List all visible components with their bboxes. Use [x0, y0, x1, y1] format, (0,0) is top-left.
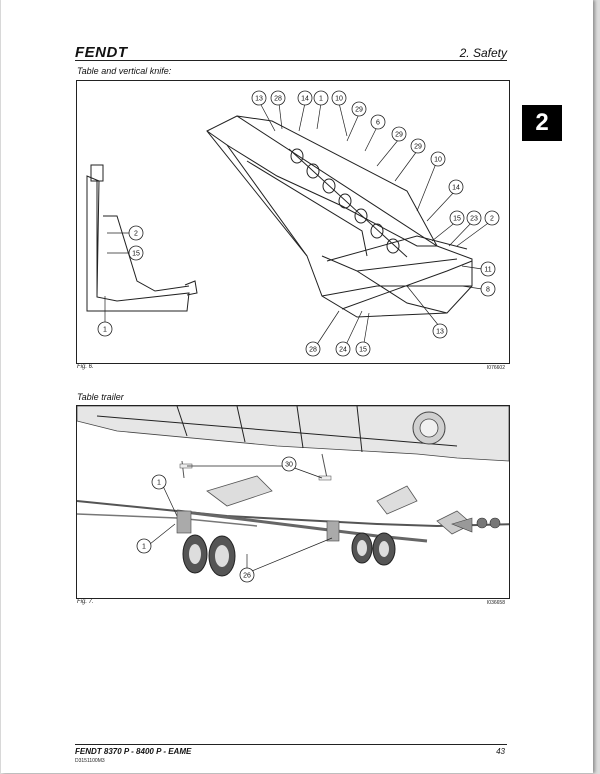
svg-text:14: 14 — [452, 185, 460, 192]
figure-6-caption: Fig. 6. — [77, 364, 94, 370]
svg-text:23: 23 — [470, 216, 478, 223]
svg-text:1: 1 — [157, 480, 161, 487]
callout-14-top: 14 — [297, 90, 313, 106]
svg-text:15: 15 — [132, 251, 140, 258]
svg-text:8: 8 — [486, 287, 490, 294]
svg-text:15: 15 — [359, 347, 367, 354]
svg-text:14: 14 — [301, 96, 309, 103]
figure-7-code: I036658 — [486, 600, 505, 606]
svg-text:10: 10 — [335, 96, 343, 103]
section-title-trailer: Table trailer — [77, 392, 124, 402]
callout-2-left: 2 — [128, 225, 144, 241]
callout-29-a: 29 — [351, 101, 367, 117]
footer-doc-code: D3151100M3 — [75, 758, 105, 764]
svg-text:2: 2 — [134, 231, 138, 238]
callout-15-left: 15 — [128, 245, 144, 261]
callout-1-top: 1 — [313, 90, 329, 106]
svg-text:28: 28 — [309, 347, 317, 354]
svg-text:10: 10 — [434, 157, 442, 164]
callout-1-left: 1 — [97, 321, 113, 337]
callout-24: 24 — [335, 341, 351, 357]
page-number: 43 — [496, 747, 505, 756]
svg-text:26: 26 — [243, 573, 251, 580]
callout-leaders — [259, 102, 492, 350]
figure-6-illustration: 13 28 14 1 10 29 6 29 29 10 14 15 23 2 1… — [86, 90, 500, 357]
svg-text:15: 15 — [453, 216, 461, 223]
knife-side-view — [86, 164, 198, 323]
figure-6-frame: 13 28 14 1 10 29 6 29 29 10 14 15 23 2 1… — [76, 80, 510, 364]
callout-15-bottom: 15 — [355, 341, 371, 357]
svg-text:1: 1 — [319, 96, 323, 103]
table-perspective — [206, 115, 473, 318]
callout-10-right: 10 — [430, 151, 446, 167]
svg-text:1: 1 — [142, 544, 146, 551]
svg-text:28: 28 — [274, 96, 282, 103]
callout-1-upper: 1 — [151, 474, 167, 490]
svg-text:11: 11 — [484, 267, 491, 274]
header-rule — [75, 60, 507, 61]
callout-30: 30 — [281, 456, 297, 472]
fendt-logo: FENDT — [75, 44, 128, 61]
callout-26: 26 — [239, 567, 255, 583]
callout-1-lower: 1 — [136, 538, 152, 554]
footer-model: FENDT 8370 P - 8400 P - EAME — [75, 747, 192, 756]
figure-7-leaders — [149, 465, 333, 574]
svg-text:29: 29 — [395, 132, 403, 139]
callout-11: 11 — [480, 261, 496, 277]
callout-13-bottom: 13 — [432, 323, 448, 339]
callout-29-b: 29 — [391, 126, 407, 142]
callout-8: 8 — [480, 281, 496, 297]
callout-6: 6 — [370, 114, 386, 130]
auger — [288, 148, 408, 258]
svg-text:29: 29 — [414, 144, 422, 151]
figure-7-caption: Fig. 7. — [77, 599, 94, 605]
figure-7-frame: 1 30 1 26 — [76, 405, 510, 599]
footer-rule — [75, 744, 507, 745]
svg-text:13: 13 — [436, 329, 444, 336]
svg-text:24: 24 — [339, 347, 347, 354]
figure-6-code: I076602 — [486, 365, 505, 371]
callout-15-right: 15 — [449, 210, 465, 226]
trailer-wheels — [182, 517, 501, 577]
callout-29-c: 29 — [410, 138, 426, 154]
svg-text:2: 2 — [490, 216, 494, 223]
callout-2-right: 2 — [484, 210, 500, 226]
chapter-title: 2. Safety — [459, 46, 507, 60]
svg-text:13: 13 — [255, 96, 263, 103]
svg-text:30: 30 — [285, 462, 293, 469]
callout-28-bottom: 28 — [305, 341, 321, 357]
chapter-tab: 2 — [522, 105, 562, 141]
section-title-table: Table and vertical knife: — [77, 66, 172, 76]
svg-text:29: 29 — [355, 107, 363, 114]
table-body — [77, 406, 509, 462]
svg-text:6: 6 — [376, 120, 380, 127]
callout-14-right: 14 — [448, 179, 464, 195]
callout-13-top: 13 — [251, 90, 267, 106]
figure-7-illustration: 1 30 1 26 — [77, 406, 509, 583]
callout-23: 23 — [466, 210, 482, 226]
callout-10-top: 10 — [331, 90, 347, 106]
callout-28-top: 28 — [270, 90, 286, 106]
svg-text:1: 1 — [103, 327, 107, 334]
